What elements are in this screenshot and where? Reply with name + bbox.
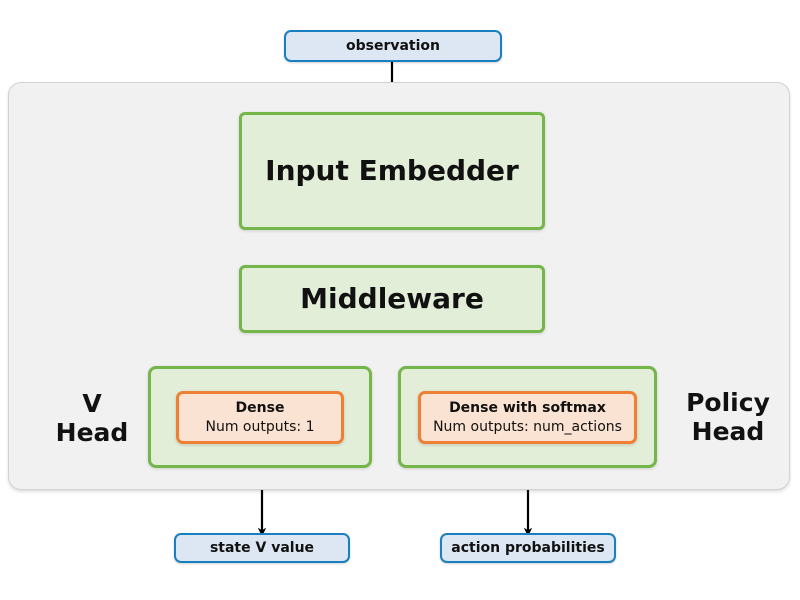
input-embedder-node[interactable]: Input Embedder xyxy=(239,112,545,230)
action-probabilities-output-label: action probabilities xyxy=(451,539,605,556)
value-dense-subtitle: Num outputs: 1 xyxy=(205,418,315,435)
value-head-label-line2: Head xyxy=(55,418,129,447)
action-probabilities-output-node[interactable]: action probabilities xyxy=(440,533,616,563)
value-head-dense-node[interactable]: Dense Num outputs: 1 xyxy=(176,391,344,444)
policy-dense-title: Dense with softmax xyxy=(449,399,606,416)
policy-head-label-line1: Policy xyxy=(686,387,770,417)
middleware-label: Middleware xyxy=(300,282,484,316)
value-head-label-line1: V xyxy=(82,388,102,418)
observation-label: observation xyxy=(345,37,441,54)
middleware-node[interactable]: Middleware xyxy=(239,265,545,333)
state-value-output-label: state V value xyxy=(209,539,315,556)
policy-head-label-line2: Head xyxy=(691,417,765,446)
value-head-label: V Head xyxy=(40,382,144,454)
input-embedder-label: Input Embedder xyxy=(265,154,519,188)
policy-head-label: Policy Head xyxy=(666,376,790,458)
policy-head-dense-node[interactable]: Dense with softmax Num outputs: num_acti… xyxy=(418,391,637,444)
value-dense-title: Dense xyxy=(235,399,285,416)
observation-node[interactable]: observation xyxy=(284,30,502,62)
policy-dense-subtitle: Num outputs: num_actions xyxy=(433,418,622,435)
state-value-output-node[interactable]: state V value xyxy=(174,533,350,563)
